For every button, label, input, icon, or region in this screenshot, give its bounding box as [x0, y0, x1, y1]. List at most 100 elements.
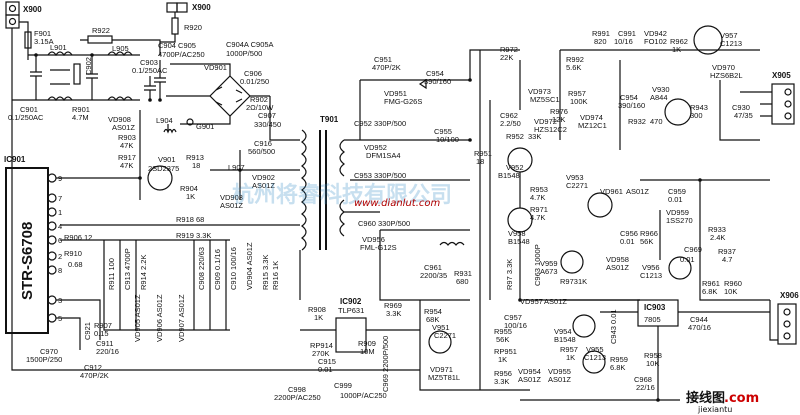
svg-text:C951: C951	[374, 55, 392, 64]
vertical-component-labels: R911 100 C913 4700P R914 2.2K C908 220/6…	[83, 240, 280, 342]
svg-text:C955: C955	[434, 127, 452, 136]
svg-text:10/16: 10/16	[614, 37, 633, 46]
svg-text:AS01Z: AS01Z	[626, 187, 649, 196]
svg-text:C912: C912	[84, 363, 102, 372]
ic901-part-number: STR-S6708	[19, 222, 36, 300]
label-g901: G901	[196, 122, 214, 131]
svg-text:C915: C915	[318, 357, 336, 366]
svg-text:VD956: VD956	[362, 235, 385, 244]
value-r904: 1K	[186, 192, 195, 201]
svg-text:R911 100: R911 100	[107, 258, 116, 290]
svg-text:R915 3.3K: R915 3.3K	[261, 255, 270, 290]
svg-text:1SS270: 1SS270	[666, 216, 693, 225]
svg-text:56K: 56K	[496, 335, 509, 344]
value-r918: 68	[196, 215, 204, 224]
svg-text:VD973: VD973	[528, 87, 551, 96]
secondary-outputs: C951 470P/2K VD951 FMG-G26S C954 390/160…	[350, 49, 520, 301]
svg-text:VD951: VD951	[384, 89, 407, 98]
value-r913: 18	[192, 161, 200, 170]
svg-text:390/160: 390/160	[424, 77, 451, 86]
transistor-v930	[664, 98, 692, 126]
v951-region: R954 68K V951 C2271 VD971 MZ5T81L	[419, 300, 530, 391]
svg-text:R952: R952	[506, 132, 524, 141]
svg-text:VD959: VD959	[666, 208, 689, 217]
value-r903: 47K	[120, 141, 133, 150]
value-vd908: AS01Z	[112, 123, 135, 132]
svg-text:VD942: VD942	[644, 29, 667, 38]
svg-text:C991: C991	[618, 29, 636, 38]
svg-text:MZ5T81L: MZ5T81L	[428, 373, 460, 382]
svg-text:C1213: C1213	[584, 353, 606, 362]
svg-text:VD971: VD971	[430, 365, 453, 374]
svg-text:FML-G12S: FML-G12S	[360, 243, 397, 252]
svg-text:V952: V952	[506, 163, 524, 172]
svg-text:C944: C944	[690, 315, 708, 324]
r920-section: X900 R920	[160, 2, 211, 43]
ic901-pins: 9 7 1 4 6 2 8 3 5	[47, 173, 62, 323]
value-vd903: AS01Z	[220, 201, 243, 210]
svg-text:C2271: C2271	[566, 181, 588, 190]
svg-text:V956: V956	[642, 263, 660, 272]
top-right-section: R991 820 C991 10/16 VD942 FO102 R962 1K …	[550, 25, 760, 150]
label-r910: R910	[64, 249, 82, 258]
svg-text:VD906 AS01Z: VD906 AS01Z	[155, 294, 164, 342]
svg-text:FMG-G26S: FMG-G26S	[384, 97, 422, 106]
svg-text:V953: V953	[566, 173, 584, 182]
svg-text:5.6K: 5.6K	[566, 63, 581, 72]
transistor-v957	[693, 25, 723, 55]
svg-text:2: 2	[58, 252, 62, 261]
svg-text:4.7: 4.7	[722, 255, 732, 264]
svg-text:270K: 270K	[312, 349, 330, 358]
transistor-v955	[582, 350, 606, 374]
label-r917: R917	[118, 153, 136, 162]
svg-text:4: 4	[58, 222, 62, 231]
svg-text:VD907 AS01Z: VD907 AS01Z	[177, 294, 186, 342]
transistor-v959	[560, 250, 584, 274]
value-c901: 0.1/250AC	[8, 113, 44, 122]
value-vd902: AS01Z	[252, 181, 275, 190]
svg-text:220/16: 220/16	[96, 347, 119, 356]
transistor-v951	[428, 330, 452, 354]
svg-text:C909 0.1/16: C909 0.1/16	[213, 249, 222, 290]
svg-text:C1213: C1213	[720, 39, 742, 48]
svg-text:HZS6B2L: HZS6B2L	[710, 71, 743, 80]
svg-text:C968: C968	[634, 375, 652, 384]
svg-text:C998: C998	[288, 385, 306, 394]
svg-text:AS01Z: AS01Z	[548, 375, 571, 384]
inductor-l901	[47, 51, 73, 57]
label-ic901: IC901	[4, 155, 26, 164]
svg-text:C957: C957	[504, 313, 522, 322]
svg-text:R954: R954	[424, 307, 442, 316]
svg-text:6: 6	[58, 236, 62, 245]
svg-text:6.8K: 6.8K	[702, 287, 717, 296]
svg-text:C969 2200P/500: C969 2200P/500	[381, 336, 390, 392]
value-c903: 0.1/250AC	[132, 66, 168, 75]
svg-text:VD972: VD972	[534, 117, 557, 126]
right-middle-section: VD961 AS01Z C959 0.01 VD959 1SS270 C956 …	[505, 179, 770, 301]
value-r901: 4.7M	[72, 113, 89, 122]
svg-text:B1548: B1548	[508, 237, 530, 246]
svg-text:R966: R966	[640, 229, 658, 238]
svg-text:C962: C962	[500, 111, 518, 120]
svg-text:VD905 AS01Z: VD905 AS01Z	[133, 294, 142, 342]
label-vd903: VD903	[220, 193, 243, 202]
svg-text:2200/35: 2200/35	[420, 271, 447, 280]
svg-text:330P/500: 330P/500	[374, 171, 406, 180]
transformer-t901: T901	[299, 115, 380, 300]
svg-text:7805: 7805	[644, 315, 661, 324]
svg-text:VD952: VD952	[364, 143, 387, 152]
svg-text:R956: R956	[494, 369, 512, 378]
svg-text:2.4K: 2.4K	[710, 233, 725, 242]
ic901: IC901 STR-S6708 9 7 1 4 6 2 8 3 5 R906 1…	[4, 155, 140, 350]
value-r910: 0.68	[68, 260, 83, 269]
value-c904a: 1000P/500	[226, 49, 262, 58]
svg-text:1K: 1K	[314, 313, 323, 322]
primary-control: VD908 AS01Z R903 47K R917 47K V901 2SD23…	[60, 110, 300, 241]
svg-text:VD974: VD974	[580, 113, 603, 122]
svg-text:C954: C954	[426, 69, 444, 78]
svg-text:DFM1SA4: DFM1SA4	[366, 151, 401, 160]
svg-text:VD961: VD961	[600, 187, 623, 196]
watermark: 杭州将睿科技有限公司 www.dianlut.com	[232, 182, 452, 209]
label-x900: X900	[23, 5, 42, 14]
